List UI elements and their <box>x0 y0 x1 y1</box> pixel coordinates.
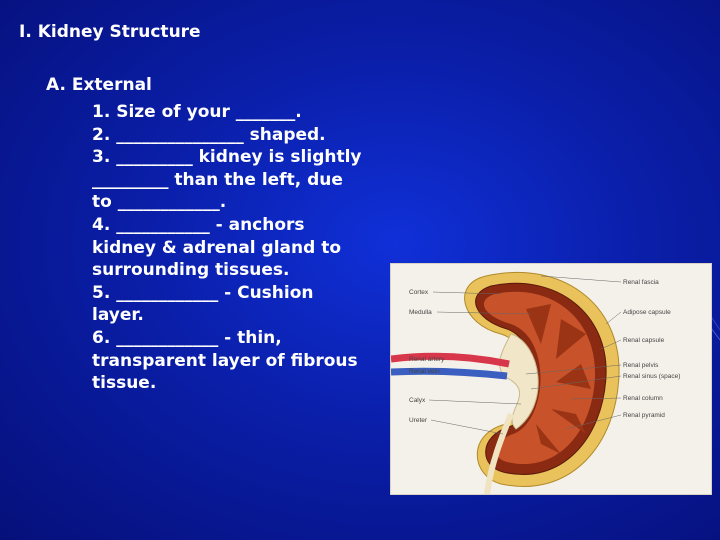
outline-line: tissue. <box>92 373 157 394</box>
slide-title: I. Kidney Structure <box>19 22 201 42</box>
label-renal-pelvis: Renal pelvis <box>623 362 659 369</box>
label-renal-vein: Renal vein <box>409 368 440 375</box>
outline-line: transparent layer of fibrous <box>92 350 358 371</box>
outline-line: 5. ____________ - Cushion <box>92 282 314 303</box>
label-medulla: Medulla <box>409 309 432 316</box>
outline-line: 6. ____________ - thin, <box>92 327 282 348</box>
label-renal-fascia: Renal fascia <box>623 279 659 286</box>
outline-line: layer. <box>92 305 144 326</box>
label-cortex: Cortex <box>409 289 429 296</box>
label-renal-capsule: Renal capsule <box>623 337 665 344</box>
outline-line: kidney & adrenal gland to <box>92 237 342 258</box>
outline-line: 1. Size of your _______. <box>92 102 302 122</box>
label-renal-sinus: Renal sinus (space) <box>623 373 680 380</box>
section-heading: A. External <box>46 75 152 95</box>
outline-line: 4. ___________ - anchors <box>92 214 305 235</box>
label-renal-artery: Renal artery <box>409 356 445 363</box>
outline-line: to ____________. <box>92 192 227 213</box>
kidney-diagram: Cortex Medulla Renal artery Renal vein C… <box>390 263 712 495</box>
outline-list: 1. Size of your _______. 2. ____________… <box>92 101 412 395</box>
label-renal-pyramid: Renal pyramid <box>623 412 665 419</box>
label-ureter: Ureter <box>409 417 428 424</box>
label-renal-column: Renal column <box>623 395 663 402</box>
label-calyx: Calyx <box>409 397 426 404</box>
label-adipose-capsule: Adipose capsule <box>623 309 671 316</box>
outline-line: surrounding tissues. <box>92 260 290 281</box>
outline-line: _________ than the left, due <box>92 169 343 190</box>
outline-line: 3. _________ kidney is slightly <box>92 147 362 168</box>
outline-line: 2. _______________ shaped. <box>92 124 326 145</box>
